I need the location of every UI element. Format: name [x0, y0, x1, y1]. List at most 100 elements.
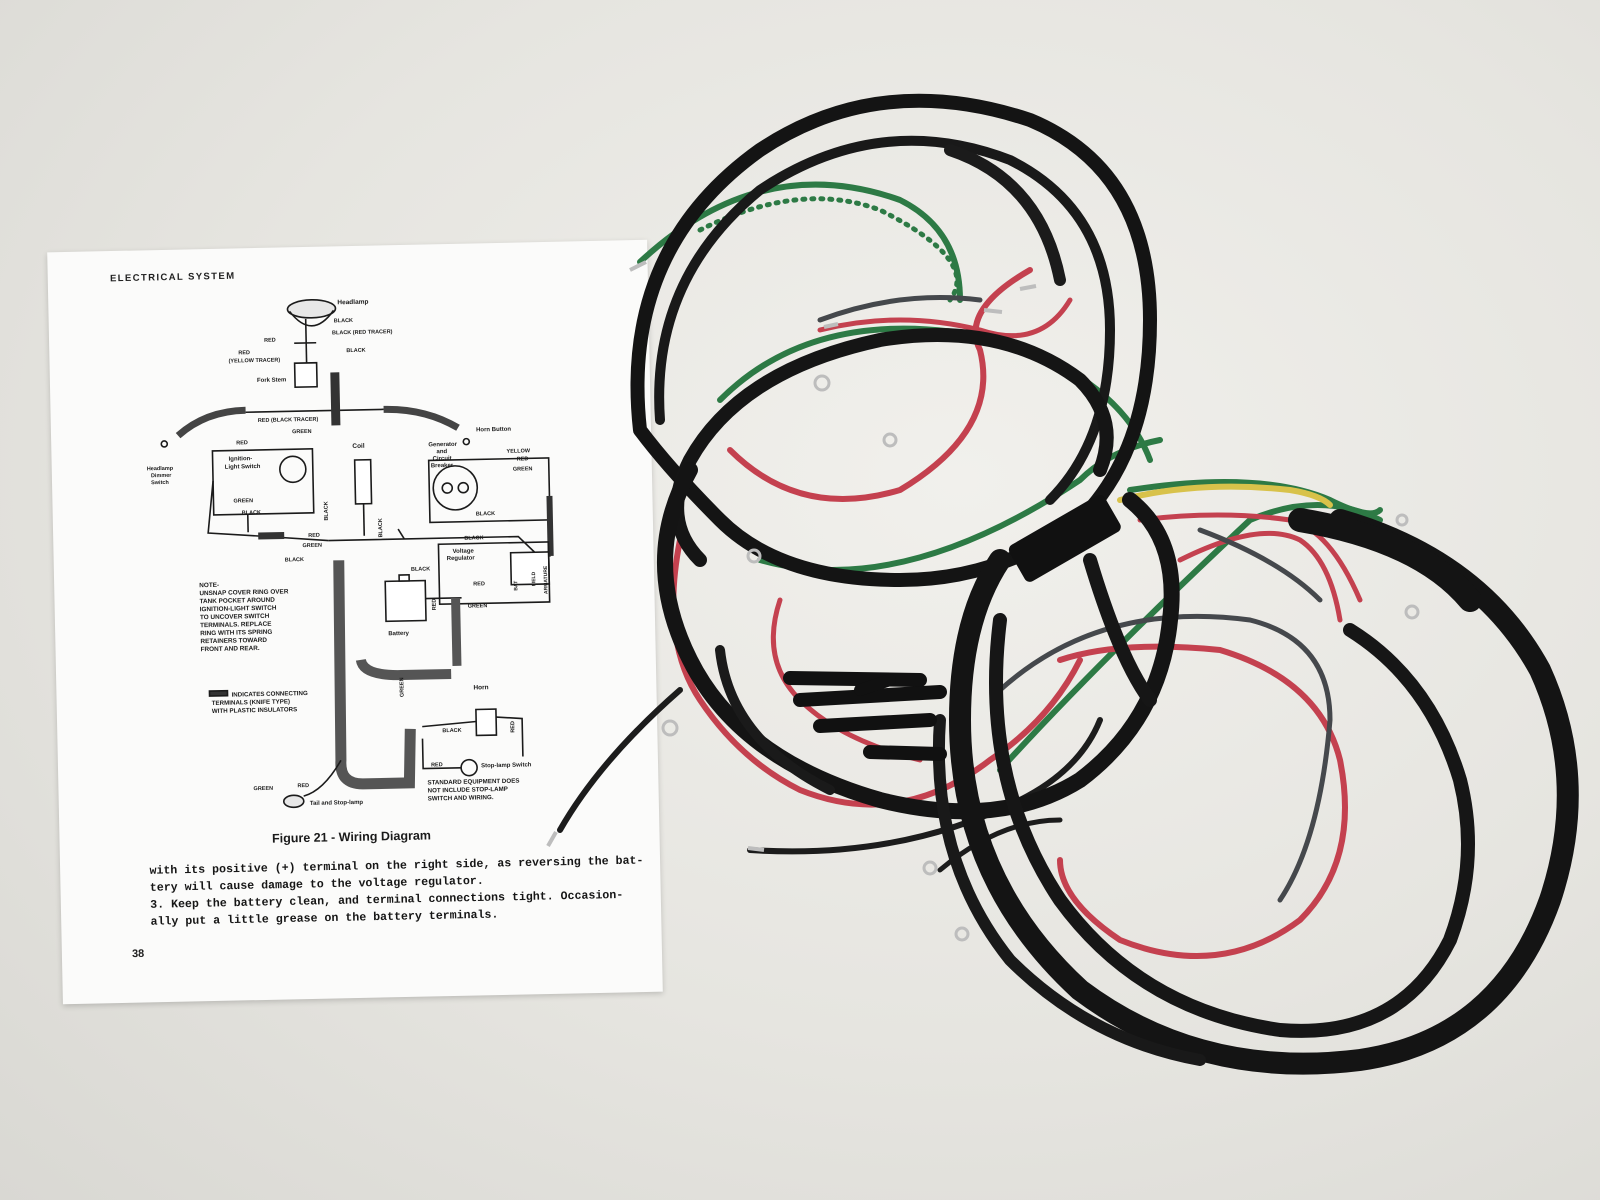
label-voltage: Voltage	[453, 548, 475, 554]
label-black-mid: BLACK	[242, 510, 261, 516]
note-line: TANK POCKET AROUND	[200, 597, 276, 606]
label-red-reg: RED	[473, 581, 485, 587]
note-line: RETAINERS TOWARD	[200, 637, 267, 645]
green-wire	[637, 181, 963, 303]
spade-terminal	[546, 831, 558, 847]
black-wire	[557, 687, 683, 833]
label-and: and	[436, 449, 447, 455]
ring-terminal	[746, 548, 762, 564]
label-red-black-tracer: RED (BLACK TRACER)	[258, 417, 319, 424]
legend-line: INDICATES CONNECTING	[231, 690, 308, 699]
note-line: UNSNAP COVER RING OVER	[199, 588, 289, 597]
legend-line: WITH PLASTIC INSULATORS	[212, 706, 298, 715]
label-black-reg2: BLACK	[411, 566, 430, 572]
gray-wire	[817, 295, 983, 323]
label-red-batt: RED	[432, 599, 438, 611]
ring-terminal	[954, 926, 970, 942]
label-field: FIELD	[531, 571, 537, 586]
label-yellow-tracer: (YELLOW TRACER)	[228, 358, 280, 365]
label-fork-stem: Fork Stem	[257, 377, 286, 384]
ring-terminal	[813, 374, 831, 392]
horn-shape	[475, 708, 498, 737]
label-armature: ARMATURE	[543, 565, 550, 594]
label-green-upper: GREEN	[292, 429, 312, 435]
label-ignition: Ignition-	[229, 456, 253, 462]
yellow-wire	[1117, 483, 1333, 508]
note-line: TERMINALS. REPLACE	[200, 621, 272, 630]
loom-loop	[989, 613, 1475, 1038]
headlamp-shape	[286, 299, 337, 319]
label-dimmer: Dimmer	[151, 473, 172, 479]
label-red-horn: RED	[510, 721, 516, 733]
note-line: FRONT AND REAR.	[201, 645, 260, 653]
label-bat: BAT	[513, 581, 519, 591]
std-line: SWITCH AND WIRING.	[428, 794, 494, 802]
spade-terminal	[629, 260, 647, 272]
label-generator: Generator	[428, 442, 457, 449]
generator-shape	[432, 465, 479, 511]
label-black-gen: BLACK	[476, 511, 495, 517]
legend-block: INDICATES CONNECTING TERMINALS (KNIFE TY…	[212, 690, 308, 715]
heat-shrink-sleeves	[783, 671, 947, 761]
spade-terminal	[983, 308, 1003, 314]
label-red-left: RED	[236, 440, 248, 446]
label-red-mid: RED	[238, 350, 250, 356]
label-black-low: BLACK	[285, 557, 304, 563]
note-block: NOTE- UNSNAP COVER RING OVER TANK POCKET…	[199, 582, 289, 653]
label-green-tail: GREEN	[253, 786, 273, 792]
standard-equipment-note: STANDARD EQUIPMENT DOES NOT INCLUDE STOP…	[427, 778, 519, 803]
label-green-gen: GREEN	[513, 466, 533, 472]
red-wire	[1057, 643, 1348, 959]
std-line: STANDARD EQUIPMENT DOES	[427, 778, 519, 787]
ring-terminal	[882, 432, 898, 448]
red-wire	[1177, 530, 1343, 623]
spade-terminal	[1019, 284, 1037, 291]
label-battery: Battery	[388, 631, 409, 637]
label-red-tail: RED	[297, 783, 309, 789]
spade-terminal	[823, 322, 839, 329]
label-black-reg: BLACK	[464, 535, 483, 541]
label-coil: Coil	[352, 443, 365, 450]
loom-loop	[948, 509, 1579, 1075]
label-headlamp-dimmer: Headlamp	[147, 466, 174, 473]
ring-terminal	[922, 860, 938, 876]
loom-loop	[944, 144, 1066, 286]
legend-line: TERMINALS (KNIFE TYPE)	[212, 698, 291, 707]
note-line: NOTE-	[199, 582, 219, 589]
loom-loop	[670, 328, 1114, 567]
label-regulator: Regulator	[447, 555, 476, 562]
loom-loop	[630, 93, 1158, 588]
ring-terminal	[1395, 513, 1409, 527]
label-green-batt: GREEN	[468, 603, 488, 609]
label-tail-stop-lamp: Tail and Stop-lamp	[310, 800, 364, 807]
label-horn-button: Horn Button	[476, 427, 511, 434]
label-black-vert2: BLACK	[378, 518, 384, 537]
ring-terminal	[1404, 604, 1420, 620]
note-line: TO UNCOVER SWITCH	[200, 613, 270, 621]
label-red-coil: RED	[308, 533, 320, 539]
label-red-top: RED	[264, 338, 276, 344]
label-horn: Horn	[473, 684, 488, 691]
label-yellow: YELLOW	[506, 448, 530, 455]
ring-terminal	[661, 719, 679, 737]
label-green-low: GREEN	[302, 543, 322, 549]
std-line: NOT INCLUDE STOP-LAMP	[428, 786, 508, 795]
red-wire	[817, 297, 1073, 339]
label-headlamp: Headlamp	[337, 299, 368, 307]
label-black-horn: BLACK	[442, 728, 461, 734]
label-green-vert: GREEN	[399, 677, 405, 697]
loom-loop	[932, 714, 1206, 1066]
label-breaker: Breaker	[431, 463, 454, 469]
black-wire	[747, 717, 1103, 855]
label-black-right: BLACK	[346, 348, 365, 354]
label-black-top: BLACK	[334, 318, 353, 324]
label-black-vert: BLACK	[324, 501, 330, 520]
loom-loop	[1288, 508, 1482, 612]
label-green-mid: GREEN	[233, 498, 253, 504]
fork-stem-box	[293, 361, 318, 389]
loom-loop	[657, 462, 1180, 820]
gray-wire	[997, 613, 1333, 903]
